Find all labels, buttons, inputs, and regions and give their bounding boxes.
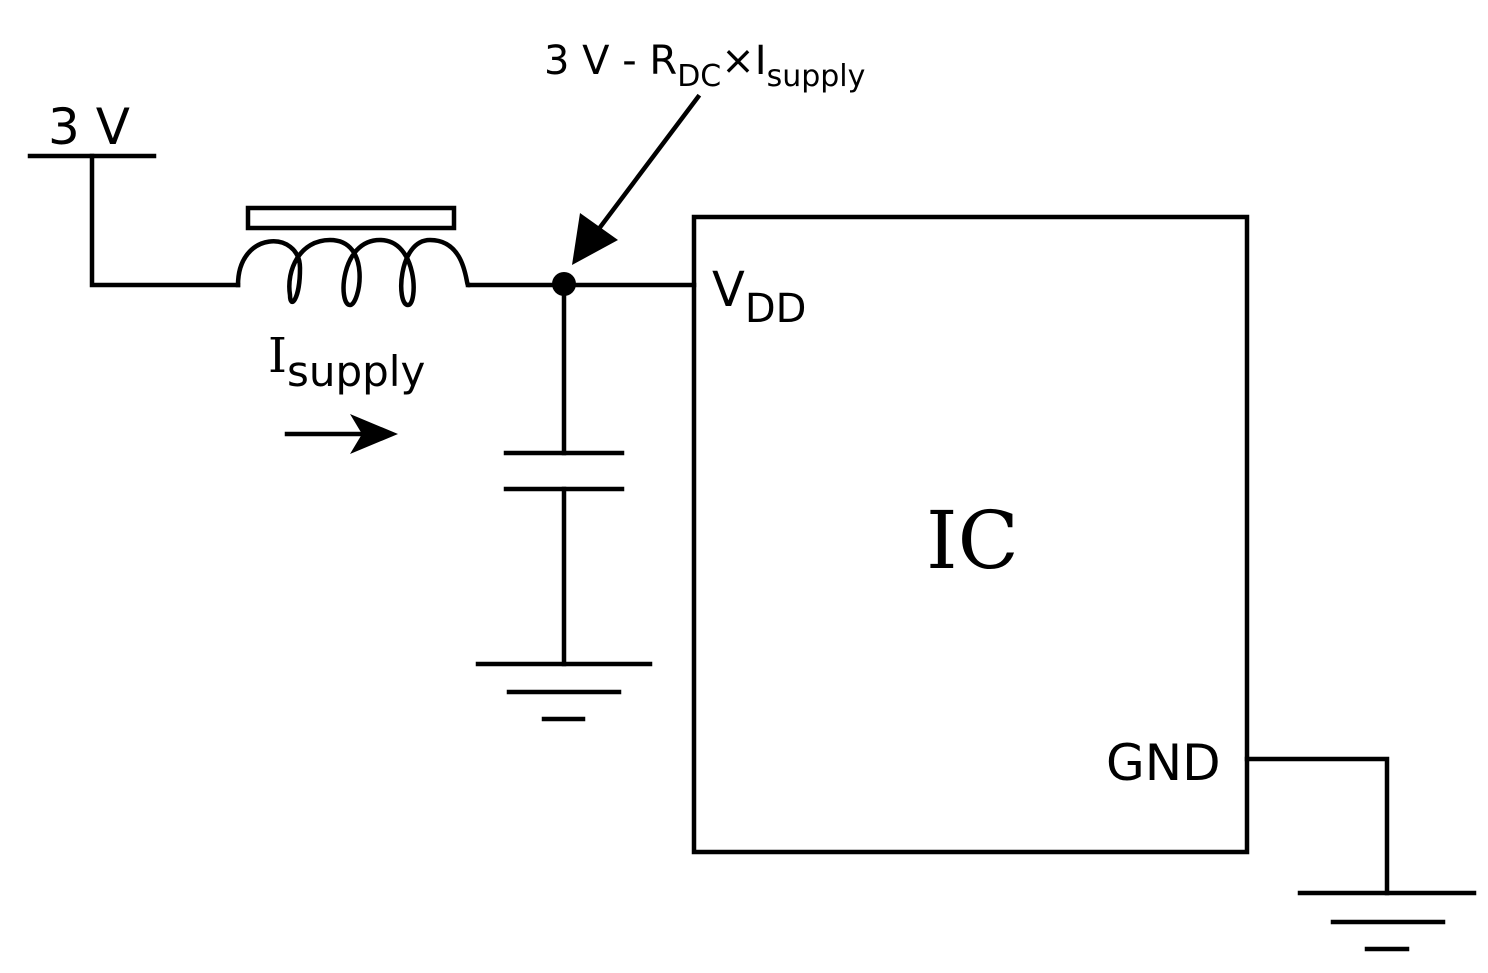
inductor-core bbox=[245, 205, 457, 231]
ic-block bbox=[691, 214, 1250, 855]
current-direction-arrow bbox=[284, 414, 398, 454]
ic-label: IC bbox=[926, 494, 1019, 587]
vdd-pin-label: VDD bbox=[712, 262, 806, 332]
supply-rail: 3 V bbox=[27, 98, 157, 159]
annotation-arrow bbox=[572, 93, 702, 265]
decoupling-capacitor bbox=[503, 281, 625, 667]
inductor-coil bbox=[235, 237, 471, 308]
supply-label: 3 V bbox=[48, 98, 130, 156]
ground-symbol-ic bbox=[1297, 890, 1477, 952]
current-label: Isupply bbox=[268, 328, 425, 396]
wire-gnd-to-ground bbox=[1244, 756, 1390, 896]
ground-symbol-capacitor bbox=[475, 661, 653, 722]
node-voltage-annotation: 3 V - RDC×Isupply bbox=[544, 38, 865, 94]
wire-supply-to-inductor bbox=[89, 153, 241, 288]
gnd-pin-label: GND bbox=[1106, 734, 1221, 792]
